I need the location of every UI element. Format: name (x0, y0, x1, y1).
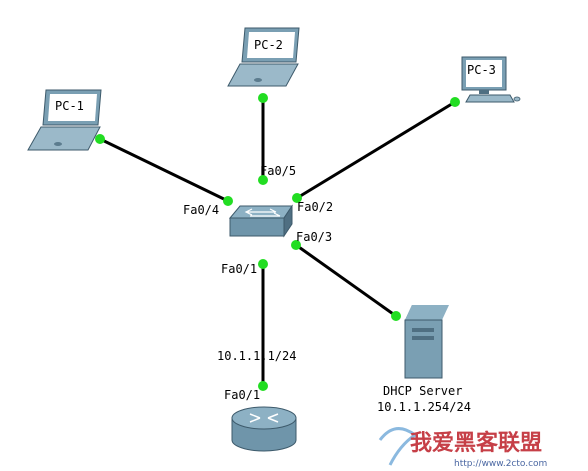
link-status-dots (95, 93, 460, 391)
port-label-fa02: Fa0/2 (297, 200, 333, 214)
port-label-fa05: Fa0/5 (260, 164, 296, 178)
watermark-swirl-icon (378, 427, 418, 466)
switch-arrows-icon (244, 208, 281, 217)
drive-bay (412, 336, 434, 340)
port-label-fa04: Fa0/4 (183, 203, 219, 217)
server-name-label: DHCP Server (383, 384, 462, 398)
link-up-dot (258, 175, 268, 185)
switch-front (229, 217, 285, 237)
router-ip-label: 10.1.1.1/24 (217, 349, 296, 363)
pc3-device[interactable]: PC-3 (461, 56, 521, 103)
pc1-label: PC-1 (55, 99, 84, 113)
watermark: 我爱黑客联盟 http://www.2cto.com (378, 427, 547, 469)
laptop-screen (247, 32, 295, 58)
links (99, 98, 456, 386)
touchpad-icon (54, 142, 62, 146)
dhcp-server-device[interactable]: DHCP Server 10.1.1.254/24 (377, 305, 471, 414)
router-device[interactable]: 10.1.1.1/24 Fa0/1 (217, 349, 297, 452)
link-pc3-switch[interactable] (296, 100, 456, 200)
link-up-dot (258, 259, 268, 269)
switch-side (283, 204, 293, 238)
keyboard (465, 94, 515, 103)
router-arrows-icon (249, 413, 279, 423)
pc3-label: PC-3 (467, 63, 496, 77)
link-up-dot (258, 93, 268, 103)
laptop-base (27, 126, 101, 151)
link-up-dot (391, 311, 401, 321)
link-server-switch[interactable] (295, 243, 397, 318)
laptop-base (227, 63, 299, 87)
pc1-device[interactable]: PC-1 (27, 89, 102, 151)
port-label-fa01: Fa0/1 (221, 262, 257, 276)
monitor-screen (466, 60, 502, 87)
laptop-screen (48, 94, 97, 121)
pc2-label: PC-2 (254, 38, 283, 52)
link-pc1-switch[interactable] (99, 137, 229, 203)
pc2-device[interactable]: PC-2 (227, 27, 300, 87)
watermark-text: 我爱黑客联盟 (410, 430, 542, 456)
link-up-dot (292, 193, 302, 203)
server-top (405, 305, 449, 320)
switch-device[interactable] (228, 204, 293, 238)
link-up-dot (291, 240, 301, 250)
switch-port-labels: Fa0/5 Fa0/4 Fa0/2 Fa0/3 Fa0/1 (183, 164, 333, 276)
link-up-dot (258, 381, 268, 391)
link-up-dot (223, 196, 233, 206)
link-up-dot (450, 97, 460, 107)
mouse-icon (513, 96, 521, 102)
monitor-stand (479, 90, 489, 94)
server-ip-label: 10.1.1.254/24 (377, 400, 471, 414)
port-label-fa03: Fa0/3 (296, 230, 332, 244)
router-top (231, 406, 297, 430)
drive-bay (412, 328, 434, 332)
link-up-dot (95, 134, 105, 144)
watermark-url: http://www.2cto.com (454, 459, 547, 469)
router-port-label: Fa0/1 (224, 388, 260, 402)
touchpad-icon (254, 78, 262, 82)
